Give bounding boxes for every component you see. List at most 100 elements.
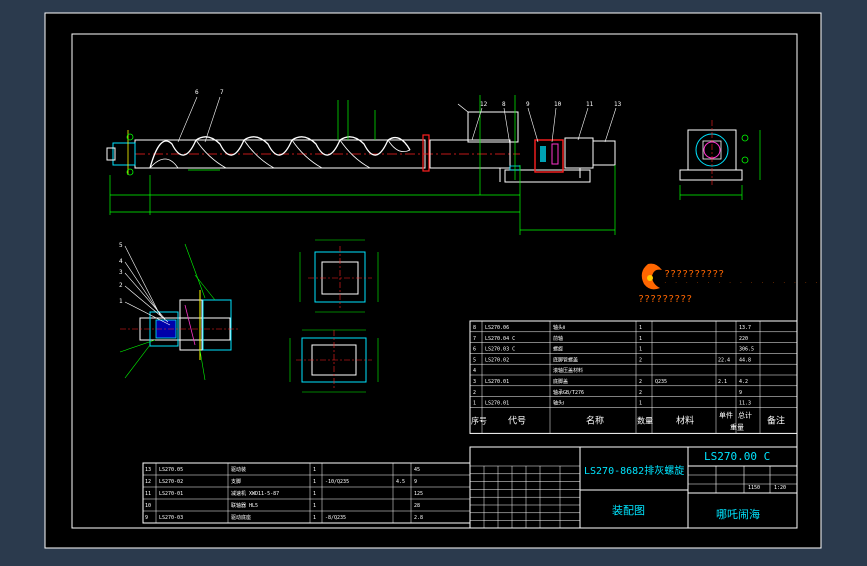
callout-8: 8 [502, 101, 506, 108]
svg-text:LS270-03: LS270-03 [159, 515, 183, 521]
drawing-scale: 1:20 [774, 485, 786, 491]
svg-text:2.8: 2.8 [414, 515, 423, 521]
bom-upper-header: 序号代号名称数量材料单件总计重量备注 [471, 410, 785, 431]
callout-13: 13 [614, 101, 622, 108]
svg-text:LS270.01: LS270.01 [485, 379, 509, 385]
svg-text:滚轴压盖材料: 滚轴压盖材料 [553, 367, 583, 374]
svg-text:总计: 总计 [738, 410, 752, 419]
svg-text:LS270.04 C: LS270.04 C [485, 336, 515, 342]
svg-text:1: 1 [639, 325, 642, 331]
company-logo: ?????????? · · · · · · · · · · · · · · ·… [638, 263, 821, 305]
svg-text:?????????: ????????? [638, 294, 692, 305]
svg-text:数量: 数量 [637, 415, 653, 425]
bom-upper-row: 8 LS270.06 轴头Ⅱ 1 13.7 [473, 324, 751, 331]
bom-upper-row: 4 滚轴压盖材料 [473, 367, 583, 374]
callout-11: 11 [586, 101, 594, 108]
detail-callout-4: 4 [119, 258, 123, 265]
svg-text:22.4: 22.4 [718, 357, 730, 363]
svg-text:3: 3 [473, 379, 476, 385]
svg-text:轴承GB/T276: 轴承GB/T276 [553, 389, 584, 396]
svg-text:驱动装: 驱动装 [231, 466, 246, 473]
callout-6: 6 [195, 89, 199, 96]
bom-upper-row: 2 轴承GB/T276 2 9 [473, 389, 742, 396]
screw-spiral [149, 136, 411, 169]
drawing-border [71, 33, 798, 529]
svg-text:8: 8 [473, 325, 476, 331]
svg-text:4.5: 4.5 [396, 479, 405, 485]
svg-text:LS270.01: LS270.01 [485, 401, 509, 407]
product-name: LS270-8682排灰螺旋 [584, 464, 684, 477]
svg-text:1: 1 [313, 491, 316, 497]
svg-text:9: 9 [414, 479, 417, 485]
svg-text:材料: 材料 [676, 414, 694, 426]
coupling [534, 139, 564, 173]
svg-text:10: 10 [145, 503, 151, 509]
svg-text:5: 5 [473, 357, 476, 363]
svg-text:1: 1 [639, 401, 642, 407]
svg-text:支脚: 支脚 [231, 478, 241, 485]
total-weight: 1150 [748, 485, 760, 491]
drawing-type: 装配图 [612, 504, 645, 517]
svg-text:底脚管螺盖: 底脚管螺盖 [553, 356, 578, 363]
svg-text:306.5: 306.5 [739, 347, 754, 353]
svg-text:LS270.05: LS270.05 [159, 467, 183, 473]
svg-text:4.2: 4.2 [739, 379, 748, 385]
svg-text:1: 1 [473, 401, 476, 407]
svg-text:序号: 序号 [471, 415, 487, 425]
svg-text:1: 1 [639, 347, 642, 353]
svg-text:9: 9 [145, 515, 148, 521]
svg-text:减速机 XWD11-5-87: 减速机 XWD11-5-87 [231, 490, 279, 497]
drawing-number: LS270.00 C [704, 450, 770, 463]
bom-lower-row: 10 联轴器 HL5 1 28 [145, 502, 420, 509]
discharge-housing [429, 139, 511, 169]
detail-callout-5: 5 [119, 242, 123, 249]
svg-text:重量: 重量 [730, 423, 744, 431]
svg-text:1: 1 [639, 336, 642, 342]
callout-10: 10 [554, 101, 562, 108]
svg-text:11.3: 11.3 [739, 401, 751, 407]
svg-text:驱动底座: 驱动底座 [231, 514, 251, 521]
svg-text:2: 2 [639, 390, 642, 396]
svg-text:联轴器 HL5: 联轴器 HL5 [231, 502, 258, 509]
svg-text:LS270.06: LS270.06 [485, 325, 509, 331]
svg-text:LS270-02: LS270-02 [159, 479, 183, 485]
svg-text:代号: 代号 [508, 415, 526, 426]
title-block: LS270-8682排灰螺旋 LS270.00 C 装配图 哪吒闹海 1150 … [469, 446, 798, 529]
svg-text:6: 6 [473, 347, 476, 353]
svg-text:4: 4 [473, 368, 476, 374]
svg-text:2: 2 [473, 390, 476, 396]
svg-text:28: 28 [414, 503, 420, 509]
callout-12: 12 [480, 101, 488, 108]
svg-text:轴头Ⅱ: 轴头Ⅱ [553, 324, 565, 331]
svg-text:Q235: Q235 [655, 379, 667, 385]
svg-text:13: 13 [145, 467, 151, 473]
svg-text:前轴: 前轴 [553, 335, 563, 342]
detail-callout-2: 2 [119, 282, 123, 289]
svg-text:底脚盖: 底脚盖 [553, 378, 568, 385]
company-name: 哪吒闹海 [716, 507, 760, 521]
svg-text:1: 1 [313, 503, 316, 509]
svg-text:名称: 名称 [586, 414, 604, 426]
end-view [679, 120, 761, 200]
callout-7: 7 [220, 89, 224, 96]
drive-motor [592, 140, 616, 166]
svg-text:13.7: 13.7 [739, 325, 751, 331]
svg-text:9: 9 [739, 390, 742, 396]
svg-text:· · · · · · · · · · · · · · ·: · · · · · · · · · · · · · · · [664, 280, 821, 285]
svg-text:??????????: ?????????? [664, 269, 724, 280]
svg-text:2.1: 2.1 [718, 379, 727, 385]
detail-callout-3: 3 [119, 269, 123, 276]
svg-text:12: 12 [145, 479, 151, 485]
svg-text:-8/Q235: -8/Q235 [325, 515, 346, 521]
section-view-a [299, 239, 379, 313]
